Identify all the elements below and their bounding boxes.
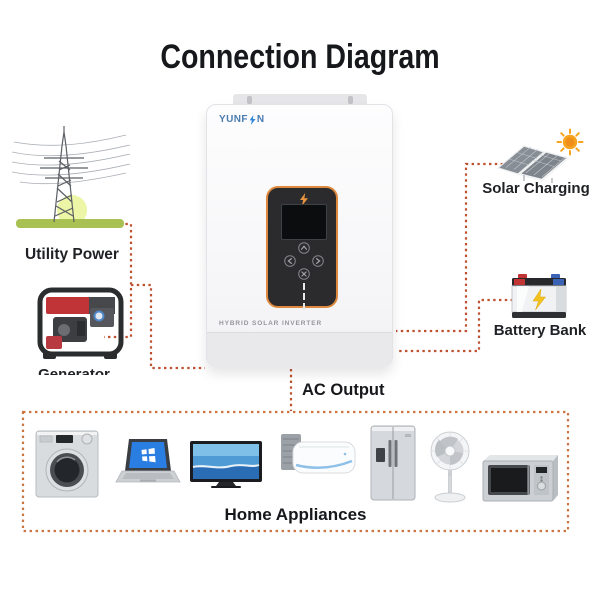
brand-text-left: YUNF: [219, 114, 248, 125]
bracket-slot: [348, 96, 353, 104]
navigation-buttons[interactable]: [282, 241, 326, 283]
refrigerator-icon: [370, 425, 416, 501]
logo-bolt-icon: [249, 114, 256, 125]
generator-label-clip: Generator: [29, 366, 119, 375]
air-conditioner-icon: [281, 434, 356, 474]
right-arrow-icon: [316, 258, 321, 264]
solar-charging-label: Solar Charging: [482, 180, 590, 197]
generator-label: Generator: [38, 366, 110, 375]
solar-panel-icon: [496, 128, 584, 183]
washing-machine-icon: [35, 430, 99, 498]
home-appliances-label: Home Appliances: [224, 505, 367, 524]
sun-icon: [556, 128, 584, 156]
bracket-slot: [247, 96, 252, 104]
laptop-icon: [115, 439, 181, 483]
inverter-model-label: HYBRID SOLAR INVERTER: [219, 320, 323, 327]
brand-text-right: N: [256, 114, 265, 125]
brand-logo: YUNF N: [219, 114, 264, 125]
generator-icon: [37, 287, 124, 359]
indicator-bar: [303, 283, 305, 290]
stand-fan-icon: [430, 431, 470, 503]
page-title: Connection Diagram: [160, 38, 440, 76]
input-trunk-line: [131, 283, 205, 370]
up-arrow-icon: [301, 245, 307, 250]
lightning-bolt-icon: [300, 193, 308, 206]
microwave-icon: [482, 455, 558, 502]
mounting-bracket: [233, 94, 367, 105]
inverter: YUNF N: [206, 104, 393, 367]
battery-icon: [511, 274, 567, 318]
battery-bank-label: Battery Bank: [493, 322, 587, 339]
display-panel: [266, 186, 338, 310]
close-icon: [301, 271, 307, 277]
tv-icon: [190, 441, 262, 488]
inverter-bottom-strip: [207, 332, 392, 367]
left-arrow-icon: [287, 258, 292, 264]
utility-power-label: Utility Power: [25, 246, 119, 263]
lcd-screen: [281, 204, 327, 240]
indicator-bar: [303, 293, 305, 300]
indicator-bar: [303, 303, 305, 310]
utility-tower-icon: [12, 126, 130, 228]
ac-output-label: AC Output: [302, 381, 385, 399]
